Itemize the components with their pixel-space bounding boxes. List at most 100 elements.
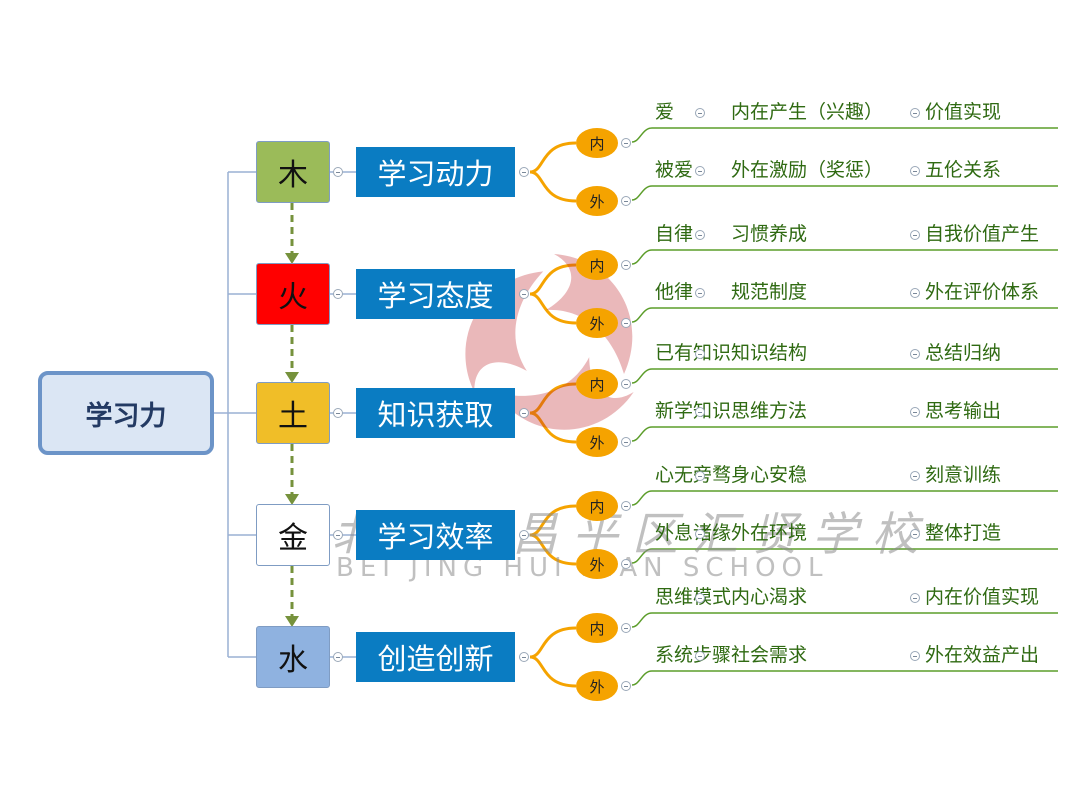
- collapse-toggle-icon[interactable]: [910, 593, 920, 603]
- leaf-text[interactable]: 外息诸缘: [655, 522, 732, 544]
- leaf-text[interactable]: 外在评价体系: [925, 281, 1040, 303]
- collapse-toggle-icon[interactable]: [910, 108, 920, 118]
- leaf-text[interactable]: 爱: [655, 101, 675, 123]
- flow-arrow-head: [285, 253, 299, 264]
- collapse-toggle-icon[interactable]: [621, 318, 631, 328]
- collapse-toggle-icon[interactable]: [621, 379, 631, 389]
- leaf-text[interactable]: 内在产生（兴趣）: [731, 101, 884, 123]
- leaf-underline: [631, 307, 1058, 323]
- leaf-text[interactable]: 规范制度: [731, 281, 808, 303]
- leaf-text[interactable]: 整体打造: [925, 522, 1002, 544]
- collapse-toggle-icon[interactable]: [695, 471, 705, 481]
- leaf-text[interactable]: 内在价值实现: [925, 586, 1040, 608]
- collapse-toggle-icon[interactable]: [519, 530, 529, 540]
- category-node[interactable]: 知识获取: [356, 388, 515, 438]
- collapse-toggle-icon[interactable]: [519, 408, 529, 418]
- category-node[interactable]: 学习态度: [356, 269, 515, 319]
- category-node[interactable]: 学习动力: [356, 147, 515, 197]
- inner-curve-connector: [529, 141, 577, 174]
- leaf-text[interactable]: 内心渴求: [731, 586, 808, 608]
- leaf-text[interactable]: 自我价值产生: [925, 223, 1040, 245]
- collapse-toggle-icon[interactable]: [621, 559, 631, 569]
- outer-badge[interactable]: 外: [576, 186, 618, 216]
- outer-badge[interactable]: 外: [576, 671, 618, 701]
- inner-badge[interactable]: 内: [576, 613, 618, 643]
- collapse-toggle-icon[interactable]: [621, 623, 631, 633]
- leaf-text[interactable]: 思维方法: [731, 400, 808, 422]
- collapse-toggle-icon[interactable]: [333, 167, 343, 177]
- leaf-text[interactable]: 总结归纳: [925, 342, 1002, 364]
- element-node[interactable]: 火: [256, 263, 330, 325]
- collapse-toggle-icon[interactable]: [695, 651, 705, 661]
- leaf-text[interactable]: 思维模式: [655, 586, 732, 608]
- collapse-toggle-icon[interactable]: [519, 289, 529, 299]
- outer-badge[interactable]: 外: [576, 549, 618, 579]
- leaf-text[interactable]: 思考输出: [925, 400, 1002, 422]
- inner-badge[interactable]: 内: [576, 128, 618, 158]
- leaf-text[interactable]: 新学知识: [655, 400, 732, 422]
- category-node[interactable]: 创造创新: [356, 632, 515, 682]
- leaf-text[interactable]: 刻意训练: [925, 464, 1002, 486]
- collapse-toggle-icon[interactable]: [695, 288, 705, 298]
- collapse-toggle-icon[interactable]: [333, 530, 343, 540]
- collapse-toggle-icon[interactable]: [910, 349, 920, 359]
- collapse-toggle-icon[interactable]: [519, 652, 529, 662]
- outer-badge[interactable]: 外: [576, 427, 618, 457]
- leaf-text[interactable]: 外在效益产出: [925, 644, 1040, 666]
- collapse-toggle-icon[interactable]: [621, 138, 631, 148]
- collapse-toggle-icon[interactable]: [695, 166, 705, 176]
- outer-curve-connector: [529, 411, 577, 444]
- collapse-toggle-icon[interactable]: [333, 652, 343, 662]
- collapse-toggle-icon[interactable]: [621, 196, 631, 206]
- collapse-toggle-icon[interactable]: [910, 407, 920, 417]
- collapse-toggle-icon[interactable]: [333, 289, 343, 299]
- leaf-text[interactable]: 被爱: [655, 159, 694, 181]
- leaf-text[interactable]: 已有知识: [655, 342, 732, 364]
- collapse-toggle-icon[interactable]: [910, 651, 920, 661]
- collapse-toggle-icon[interactable]: [910, 166, 920, 176]
- leaf-text[interactable]: 身心安稳: [731, 464, 808, 486]
- leaf-underline: [631, 548, 1058, 564]
- element-node[interactable]: 土: [256, 382, 330, 444]
- collapse-toggle-icon[interactable]: [695, 230, 705, 240]
- collapse-toggle-icon[interactable]: [695, 529, 705, 539]
- collapse-toggle-icon[interactable]: [333, 408, 343, 418]
- category-node[interactable]: 学习效率: [356, 510, 515, 560]
- leaf-text[interactable]: 习惯养成: [731, 223, 808, 245]
- collapse-toggle-icon[interactable]: [519, 167, 529, 177]
- inner-badge[interactable]: 内: [576, 491, 618, 521]
- inner-curve-connector: [529, 626, 577, 659]
- element-node[interactable]: 水: [256, 626, 330, 688]
- collapse-toggle-icon[interactable]: [910, 230, 920, 240]
- collapse-toggle-icon[interactable]: [695, 593, 705, 603]
- leaf-text[interactable]: 外在环境: [731, 522, 808, 544]
- collapse-toggle-icon[interactable]: [695, 349, 705, 359]
- leaf-text[interactable]: 外在激励（奖惩）: [731, 159, 884, 181]
- collapse-toggle-icon[interactable]: [910, 529, 920, 539]
- collapse-toggle-icon[interactable]: [695, 407, 705, 417]
- leaf-text[interactable]: 系统步骤: [655, 644, 732, 666]
- outer-curve-connector: [529, 170, 577, 203]
- collapse-toggle-icon[interactable]: [621, 437, 631, 447]
- leaf-text[interactable]: 五伦关系: [925, 159, 1002, 181]
- collapse-toggle-icon[interactable]: [621, 681, 631, 691]
- outer-badge[interactable]: 外: [576, 308, 618, 338]
- leaf-text[interactable]: 自律: [655, 223, 694, 245]
- outer-curve-connector: [529, 292, 577, 325]
- collapse-toggle-icon[interactable]: [621, 501, 631, 511]
- leaf-text[interactable]: 心无旁骛: [655, 464, 732, 486]
- inner-badge[interactable]: 内: [576, 369, 618, 399]
- element-node[interactable]: 木: [256, 141, 330, 203]
- leaf-text[interactable]: 他律: [655, 281, 694, 303]
- root-node[interactable]: 学习力: [38, 371, 214, 455]
- collapse-toggle-icon[interactable]: [695, 108, 705, 118]
- leaf-text[interactable]: 价值实现: [925, 101, 1002, 123]
- collapse-toggle-icon[interactable]: [621, 260, 631, 270]
- leaf-text[interactable]: 社会需求: [731, 644, 808, 666]
- inner-badge[interactable]: 内: [576, 250, 618, 280]
- collapse-toggle-icon[interactable]: [910, 288, 920, 298]
- leaf-text[interactable]: 知识结构: [731, 342, 808, 364]
- element-node[interactable]: 金: [256, 504, 330, 566]
- collapse-toggle-icon[interactable]: [910, 471, 920, 481]
